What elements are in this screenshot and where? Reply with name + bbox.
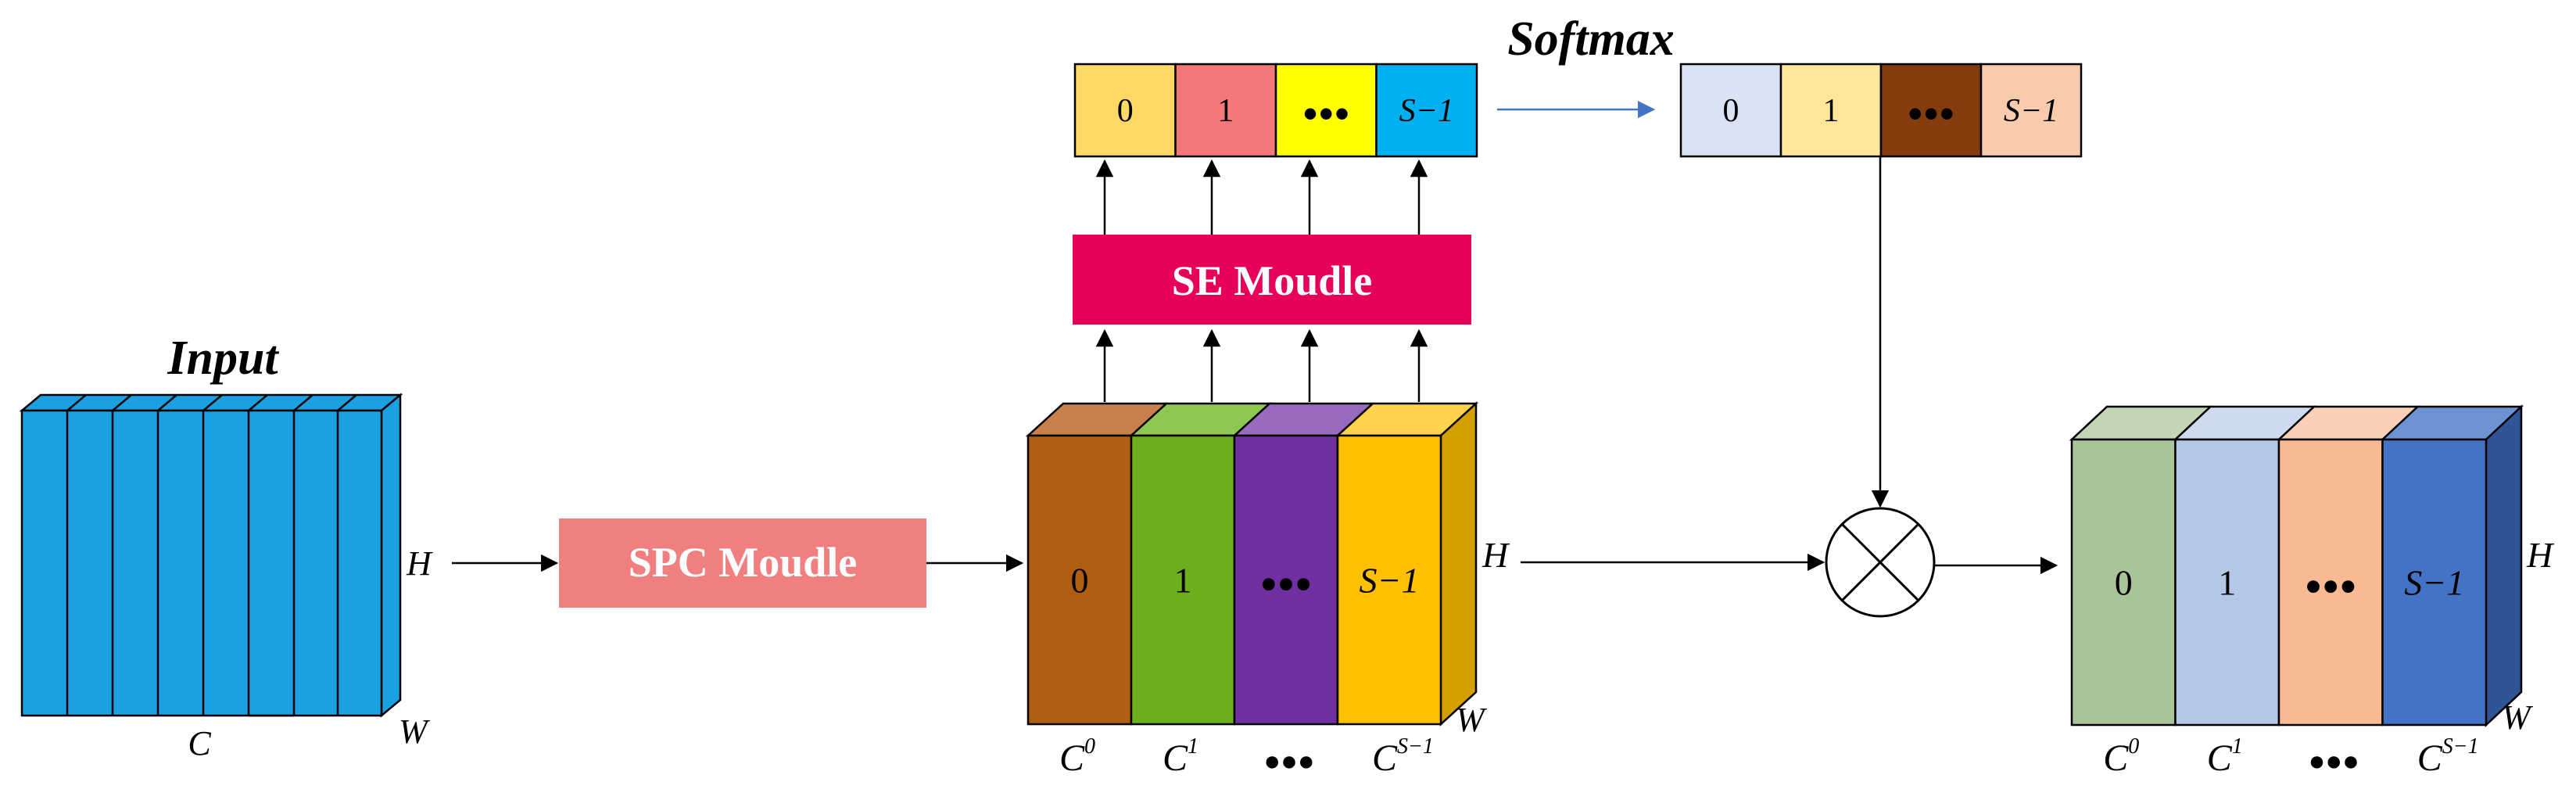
multiply-node — [1825, 507, 1936, 618]
output-segment-label-1: 1 — [2218, 563, 2236, 603]
softmax_vector-cell-3 — [1979, 63, 2083, 158]
split-channel-label-0: C — [1059, 737, 1085, 779]
output-segment-0 — [2070, 438, 2177, 727]
output-channel-label-0: C — [2103, 737, 2129, 779]
output-w-label: W — [2502, 698, 2533, 737]
split-channel-label-2: ●●● — [1263, 745, 1314, 777]
softmax_vector-cell-1 — [1779, 63, 1883, 158]
se_vector-cell-label-3: S−1 — [1399, 93, 1454, 129]
output-channel-label-1: C — [2207, 737, 2233, 779]
input-h-label: H — [406, 544, 433, 583]
se_vector-cell-2 — [1274, 63, 1378, 158]
spc-module: SPC Moudle — [559, 518, 926, 608]
input-c-label: C — [188, 724, 211, 762]
se_vector-cell-label-0: 0 — [1117, 93, 1134, 129]
output-channel-label-2: ●●● — [2309, 745, 2359, 777]
split-segment-label-2: ●●● — [1260, 567, 1313, 599]
se_vector-cell-0 — [1073, 63, 1177, 158]
se-module: SE Moudle — [1073, 235, 1471, 325]
split-segment-3 — [1336, 434, 1442, 726]
softmax_vector-cell-label-1: 1 — [1823, 93, 1840, 129]
output-side-face — [2485, 404, 2523, 727]
output-channel-sup-1: 1 — [2232, 734, 2243, 759]
split-segment-0 — [1026, 434, 1133, 726]
input-top-face — [19, 393, 403, 412]
output-segment-1 — [2174, 438, 2280, 727]
split-segment-label-0: 0 — [1071, 561, 1089, 601]
split-channel-sup-0: 0 — [1084, 734, 1095, 759]
spc-module-box — [559, 518, 926, 608]
output-segment-label-3: S−1 — [2404, 563, 2464, 603]
output-segment-label-2: ●●● — [2305, 569, 2357, 601]
softmax_vector-cell-label-3: S−1 — [2004, 93, 2058, 129]
split-top-faces — [1025, 402, 1479, 437]
spc-module-label: SPC Moudle — [629, 539, 858, 586]
softmax-vector: 0 1 ●●● S−1 — [1679, 63, 2083, 158]
input-side-face — [380, 393, 402, 718]
se_vector-cell-label-2: ●●● — [1302, 99, 1350, 127]
input-block: Input H W C — [19, 332, 433, 762]
arrows-split-to-se — [1095, 328, 1428, 402]
output-segment-label-0: 0 — [2115, 563, 2133, 603]
input-w-label: W — [399, 712, 430, 751]
split-h-label: H — [1481, 535, 1510, 575]
split-w-label: W — [1456, 701, 1487, 739]
output-h-label: H — [2526, 535, 2555, 575]
split-channel-label-1: C — [1163, 737, 1188, 779]
split-segment-label-3: S−1 — [1359, 561, 1419, 601]
softmax_vector-cell-label-0: 0 — [1723, 93, 1739, 129]
split-segment-label-1: 1 — [1174, 561, 1192, 601]
softmax_vector-cell-0 — [1679, 63, 1782, 158]
output-channel-sup-3: S−1 — [2442, 734, 2479, 759]
se-vector: 0 1 ●●● S−1 — [1073, 63, 1478, 158]
arrows-se-to-vector — [1095, 159, 1428, 235]
input-front-face — [20, 409, 383, 717]
softmax_vector-cell-label-2: ●●● — [1908, 99, 1955, 127]
split-channel-sup-3: S−1 — [1397, 734, 1434, 759]
split-side-face — [1439, 401, 1478, 727]
softmax_vector-cell-2 — [1879, 63, 1983, 158]
output-segment-3 — [2381, 438, 2488, 727]
split-segment-1 — [1130, 434, 1236, 726]
se-module-label: SE Moudle — [1172, 257, 1373, 304]
output-top-faces — [2069, 405, 2524, 441]
se-module-box — [1073, 235, 1471, 325]
output-channel-label-3: C — [2417, 737, 2443, 779]
softmax-title: Softmax — [1507, 13, 1675, 66]
se_vector-cell-label-1: 1 — [1217, 93, 1234, 129]
input-slice-lines — [66, 394, 357, 717]
se_vector-cell-3 — [1375, 63, 1478, 158]
split-segment-2 — [1233, 434, 1339, 726]
se_vector-cell-1 — [1174, 63, 1277, 158]
output-channel-sup-0: 0 — [2128, 734, 2139, 759]
split-channel-sup-1: 1 — [1188, 734, 1198, 759]
input-title: Input — [167, 332, 279, 385]
output-segment-2 — [2277, 438, 2384, 727]
split-channel-label-3: C — [1372, 737, 1398, 779]
